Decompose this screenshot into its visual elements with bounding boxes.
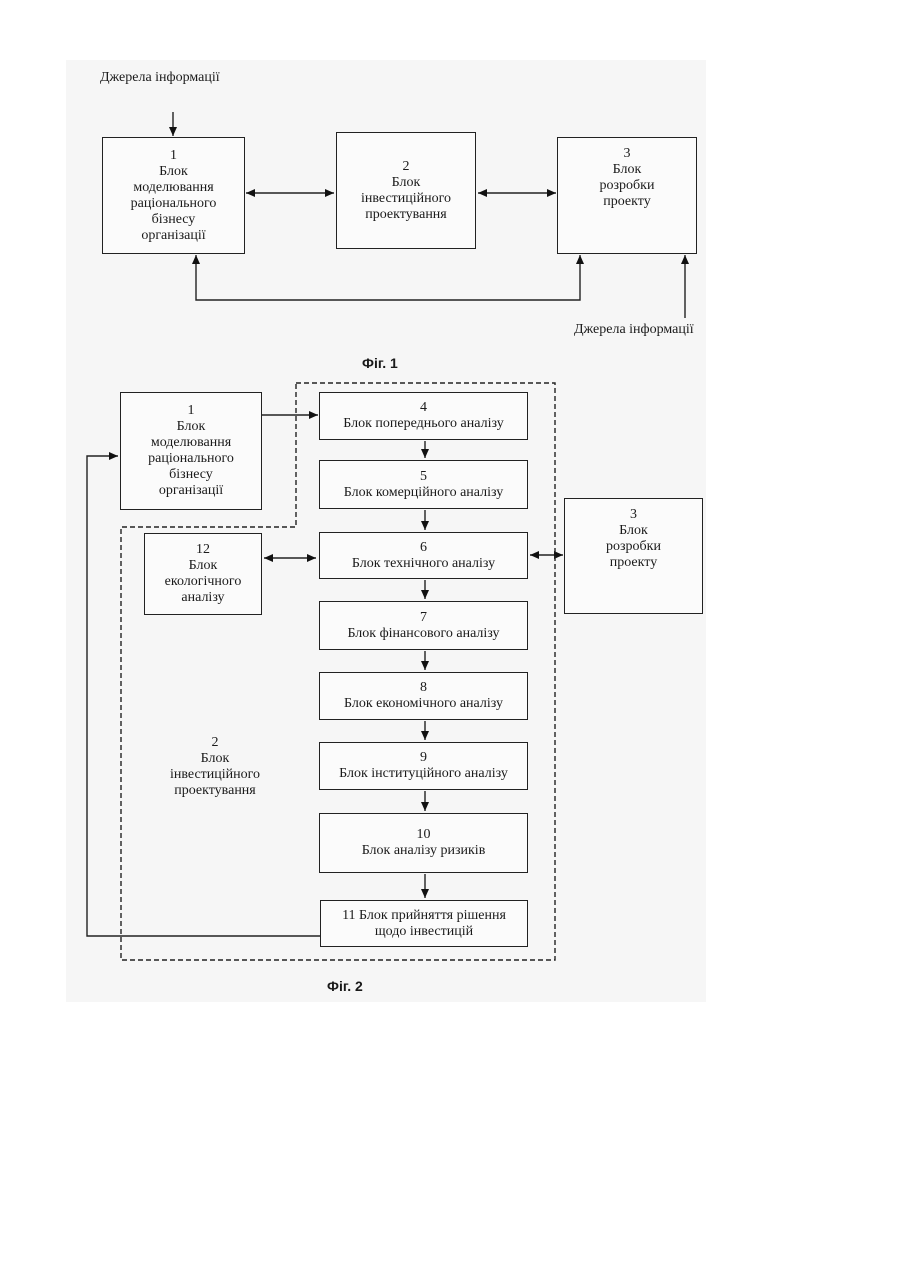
fig2-block-6-number: 6: [420, 540, 427, 556]
fig2-block-11: 11 Блок прийняття рішення щодо інвестиці…: [320, 900, 528, 947]
fig2-block-1: 1 Блок моделювання раціонального бізнесу…: [120, 392, 262, 510]
fig2-block-4: 4 Блок попереднього аналізу: [319, 392, 528, 440]
fig2-block-7-title: Блок фінансового аналізу: [347, 626, 499, 642]
fig2-block-6: 6 Блок технічного аналізу: [319, 532, 528, 579]
fig1-block-3-title: Блок розробки проекту: [600, 162, 655, 210]
fig2-block-1-number: 1: [188, 403, 195, 419]
fig1-block-2: 2 Блок інвестиційного проектування: [336, 132, 476, 249]
fig2-block-8-number: 8: [420, 680, 427, 696]
fig2-block-4-title: Блок попереднього аналізу: [343, 416, 503, 432]
fig1-block-2-number: 2: [403, 159, 410, 175]
fig2-block-10-number: 10: [417, 827, 431, 843]
fig2-block-3-number: 3: [630, 507, 637, 523]
fig2-block-12-title: Блок екологічного аналізу: [165, 558, 242, 606]
fig2-block-8-title: Блок економічного аналізу: [344, 696, 503, 712]
fig2-block-11-title: 11 Блок прийняття рішення щодо інвестиці…: [342, 908, 506, 940]
fig2-block-9-title: Блок інституційного аналізу: [339, 766, 508, 782]
fig1-block-2-title: Блок інвестиційного проектування: [361, 175, 451, 223]
fig2-block-5: 5 Блок комерційного аналізу: [319, 460, 528, 509]
fig1-block-1-number: 1: [170, 148, 177, 164]
fig2-block-10-title: Блок аналізу ризиків: [362, 843, 486, 859]
fig2-block-9: 9 Блок інституційного аналізу: [319, 742, 528, 790]
fig1-block-3-number: 3: [623, 146, 630, 162]
fig2-block-12: 12 Блок екологічного аналізу: [144, 533, 262, 615]
fig2-block-1-title: Блок моделювання раціонального бізнесу о…: [148, 419, 234, 499]
fig2-block-5-title: Блок комерційного аналізу: [344, 485, 503, 501]
fig2-block-2-title: Блок інвестиційного проектування: [150, 751, 280, 799]
fig1-feedback-loop: [196, 255, 580, 300]
fig1-source-label-top: Джерела інформації: [100, 70, 220, 86]
fig1-block-3: 3 Блок розробки проекту: [557, 137, 697, 254]
fig2-block-3-title: Блок розробки проекту: [606, 523, 661, 571]
fig2-feedback-11-1: [87, 456, 320, 936]
fig2-block-7-number: 7: [420, 610, 427, 626]
fig2-block-5-number: 5: [420, 469, 427, 485]
fig2-block-2-number: 2: [150, 735, 280, 751]
fig1-source-label-bottom: Джерела інформації: [574, 322, 694, 338]
fig1-block-1-title: Блок моделювання раціонального бізнесу о…: [131, 164, 217, 244]
fig1-block-1: 1 Блок моделювання раціонального бізнесу…: [102, 137, 245, 254]
fig2-block-10: 10 Блок аналізу ризиків: [319, 813, 528, 873]
fig2-caption: Фіг. 2: [327, 978, 363, 994]
fig1-caption: Фіг. 1: [362, 355, 398, 371]
fig2-block-4-number: 4: [420, 400, 427, 416]
fig2-block-8: 8 Блок економічного аналізу: [319, 672, 528, 720]
fig2-block-7: 7 Блок фінансового аналізу: [319, 601, 528, 650]
fig2-block-2-label: 2 Блок інвестиційного проектування: [150, 735, 280, 799]
fig2-block-9-number: 9: [420, 750, 427, 766]
fig2-block-3: 3 Блок розробки проекту: [564, 498, 703, 614]
fig2-block-12-number: 12: [196, 542, 210, 558]
fig2-block-6-title: Блок технічного аналізу: [352, 556, 495, 572]
